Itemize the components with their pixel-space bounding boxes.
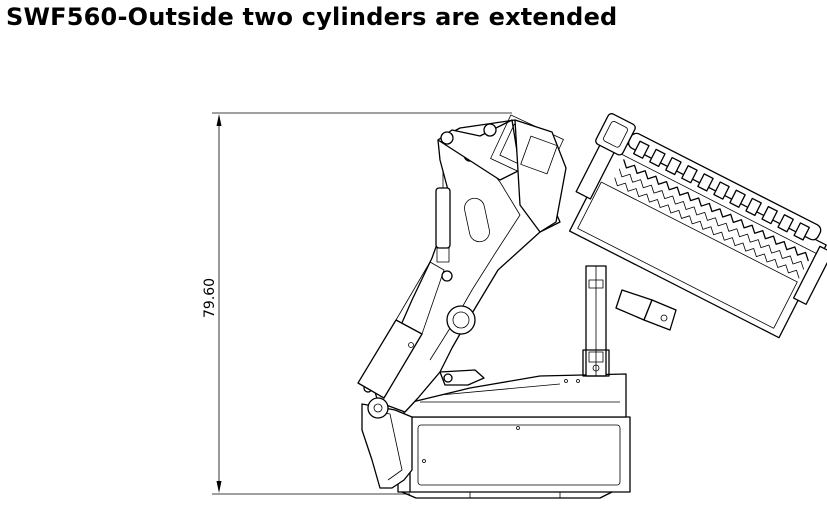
rear-cylinder (615, 289, 677, 331)
head-mount-plate (514, 119, 567, 233)
height-dimension-label: 79.60 (202, 278, 218, 318)
base-frame (361, 373, 631, 499)
flail-head (568, 113, 827, 339)
front-cylinder (435, 170, 451, 263)
height-dimension: 79.60 (202, 112, 512, 495)
drawing-title: SWF560-Outside two cylinders are extende… (6, 3, 618, 31)
rear-post (582, 265, 610, 377)
lower-cylinder (357, 261, 445, 399)
